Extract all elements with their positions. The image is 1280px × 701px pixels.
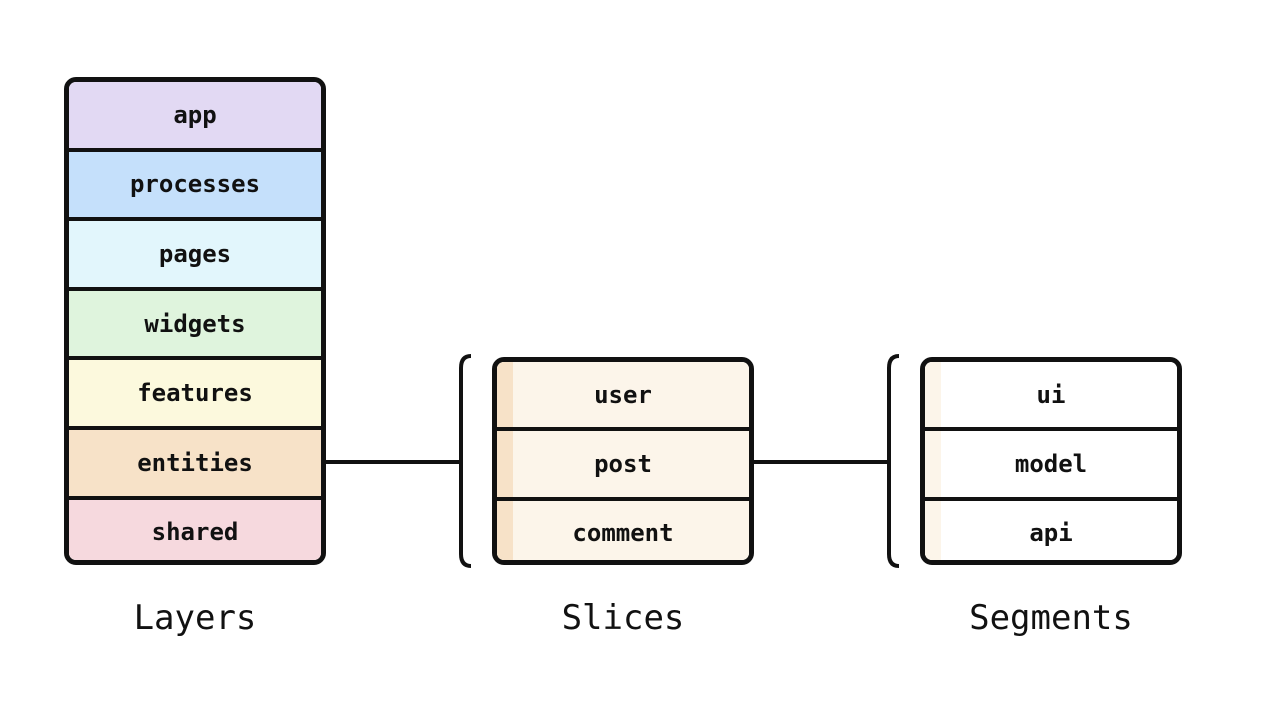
caption-slices: Slices <box>561 598 685 638</box>
slice-label: comment <box>572 518 674 547</box>
segment-label: model <box>1014 449 1088 478</box>
caption-layers: Layers <box>133 598 257 638</box>
slice-stripe <box>497 500 513 560</box>
layer-features: features <box>69 360 321 430</box>
segment-model: model <box>925 431 1177 501</box>
slice-user: user <box>497 362 749 432</box>
layer-label: widgets <box>144 309 246 338</box>
layer-entities: entities <box>69 429 321 500</box>
bracket-segments <box>887 354 900 568</box>
segment-stripe <box>925 431 941 497</box>
layer-label: pages <box>158 239 232 268</box>
layer-pages: pages <box>69 221 321 291</box>
segment-api: api <box>925 500 1177 560</box>
caption-segments: Segments <box>969 598 1133 638</box>
layer-label: shared <box>151 518 239 547</box>
layer-app: app <box>69 82 321 152</box>
layer-processes: processes <box>69 151 321 222</box>
bracket-slices <box>459 354 472 568</box>
layer-label: app <box>173 100 217 129</box>
layer-label: features <box>137 379 253 408</box>
layer-label: entities <box>137 448 253 477</box>
slice-stripe <box>497 362 513 428</box>
slice-label: post <box>594 449 652 478</box>
slices-stack: user post comment <box>492 357 754 565</box>
layer-widgets: widgets <box>69 290 321 361</box>
layer-label: processes <box>129 170 261 199</box>
slice-comment: comment <box>497 500 749 560</box>
slice-label: user <box>594 380 652 409</box>
segment-label: ui <box>1036 380 1066 409</box>
segment-stripe <box>925 500 941 560</box>
segment-label: api <box>1029 518 1073 547</box>
slice-stripe <box>497 431 513 497</box>
segments-stack: ui model api <box>920 357 1182 565</box>
slice-post: post <box>497 431 749 501</box>
segment-ui: ui <box>925 362 1177 432</box>
layer-shared: shared <box>69 499 321 560</box>
layers-stack: app processes pages widgets features ent… <box>64 77 326 565</box>
segment-stripe <box>925 362 941 428</box>
